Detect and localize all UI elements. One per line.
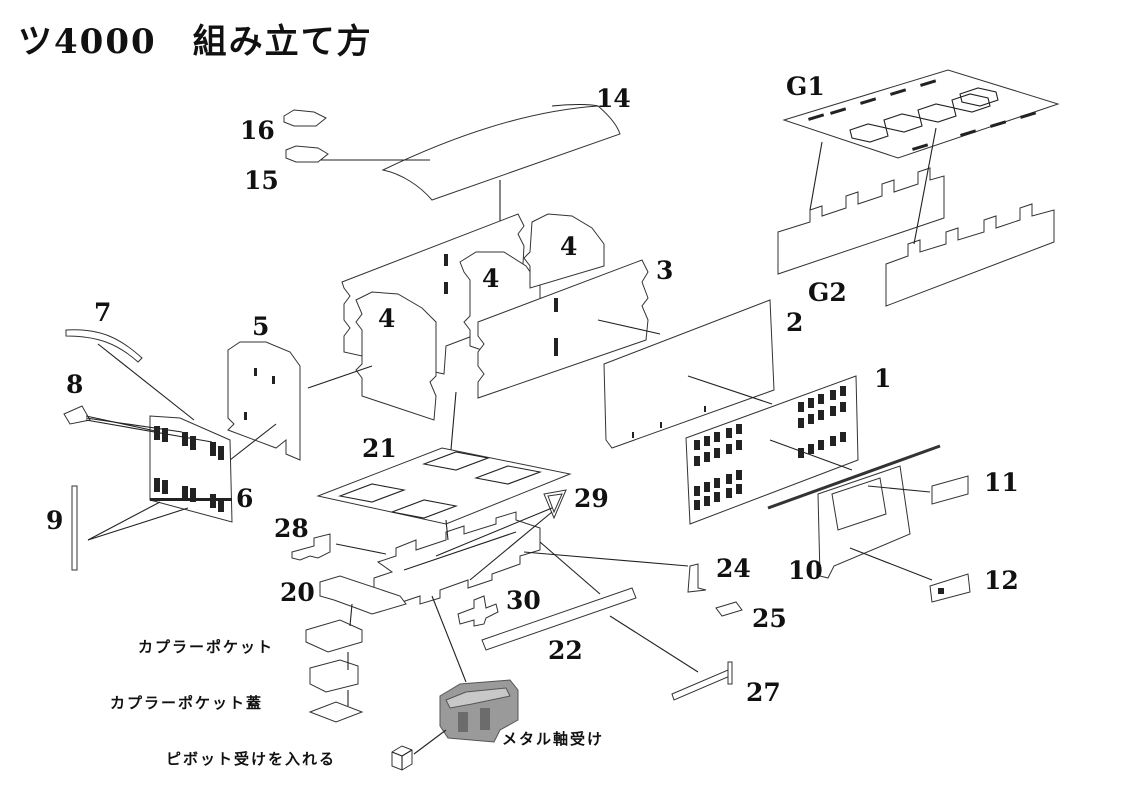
part-28-drawing [291, 533, 331, 561]
label-coupler-pocket-lid: カプラーポケット蓋 [110, 694, 264, 712]
label-part-28: 28 [274, 514, 309, 543]
label-part-4b: 4 [482, 264, 500, 293]
label-part-16: 16 [240, 116, 275, 145]
label-part-6: 6 [236, 484, 254, 513]
label-part-1: 1 [874, 364, 892, 393]
part-15-drawing [285, 145, 329, 163]
part-20-drawing [319, 511, 541, 615]
part-g2-drawing [777, 167, 1055, 307]
label-part-8: 8 [66, 370, 84, 399]
label-g1: G1 [786, 72, 825, 101]
label-part-20: 20 [280, 578, 315, 607]
part-16-drawing [283, 109, 327, 127]
label-coupler-pocket: カプラーポケット [138, 638, 275, 656]
page-title: ツ4000 組み立て方 [18, 22, 373, 62]
label-part-30: 30 [506, 586, 541, 615]
coupler-pocket-drawing [305, 619, 363, 653]
label-part-5: 5 [252, 312, 270, 341]
coupler-pocket-lid-drawing [308, 701, 364, 723]
part-7-drawing [65, 329, 143, 363]
label-metal-bearing: メタル軸受け [502, 730, 605, 748]
part-9-drawing [71, 485, 78, 571]
part-5-drawing [227, 341, 301, 461]
coupler-pocket-body-drawing [309, 659, 359, 693]
label-part-10: 10 [788, 556, 823, 585]
part-30-drawing [457, 595, 499, 627]
label-part-25: 25 [752, 604, 787, 633]
part-8-drawing [63, 405, 91, 425]
label-part-29: 29 [574, 484, 609, 513]
label-pivot-insert: ピボット受けを入れる [166, 750, 337, 768]
part-12-drawing [929, 573, 971, 603]
part-11-drawing [931, 475, 969, 505]
part-g1-drawing [782, 69, 1060, 159]
label-part-11: 11 [984, 468, 1019, 497]
part-24-drawing [687, 563, 707, 593]
label-part-15: 15 [244, 166, 279, 195]
body-frame-drawing [341, 213, 649, 421]
label-part-21: 21 [362, 434, 397, 463]
part-10-drawing [817, 465, 911, 579]
metal-bearing-drawing [439, 679, 519, 743]
part-27-drawing [671, 669, 731, 701]
label-g2: G2 [808, 278, 847, 307]
pivot-cube-drawing [391, 745, 413, 771]
label-part-3: 3 [656, 256, 674, 285]
label-part-12: 12 [984, 566, 1019, 595]
part-21-drawing [316, 447, 572, 525]
part-25-drawing [715, 601, 743, 617]
label-part-22: 22 [548, 636, 583, 665]
label-part-4a: 4 [378, 304, 396, 333]
part-1-drawing [685, 375, 859, 525]
label-part-2: 2 [786, 308, 804, 337]
label-part-9: 9 [46, 506, 64, 535]
label-part-14: 14 [596, 84, 631, 113]
label-part-7: 7 [94, 298, 112, 327]
part-22-drawing [481, 587, 637, 651]
label-part-4c: 4 [560, 232, 578, 261]
part-14-drawing [381, 103, 621, 201]
label-part-24: 24 [716, 554, 751, 583]
part-2-drawing [603, 299, 775, 449]
label-part-27: 27 [746, 678, 781, 707]
